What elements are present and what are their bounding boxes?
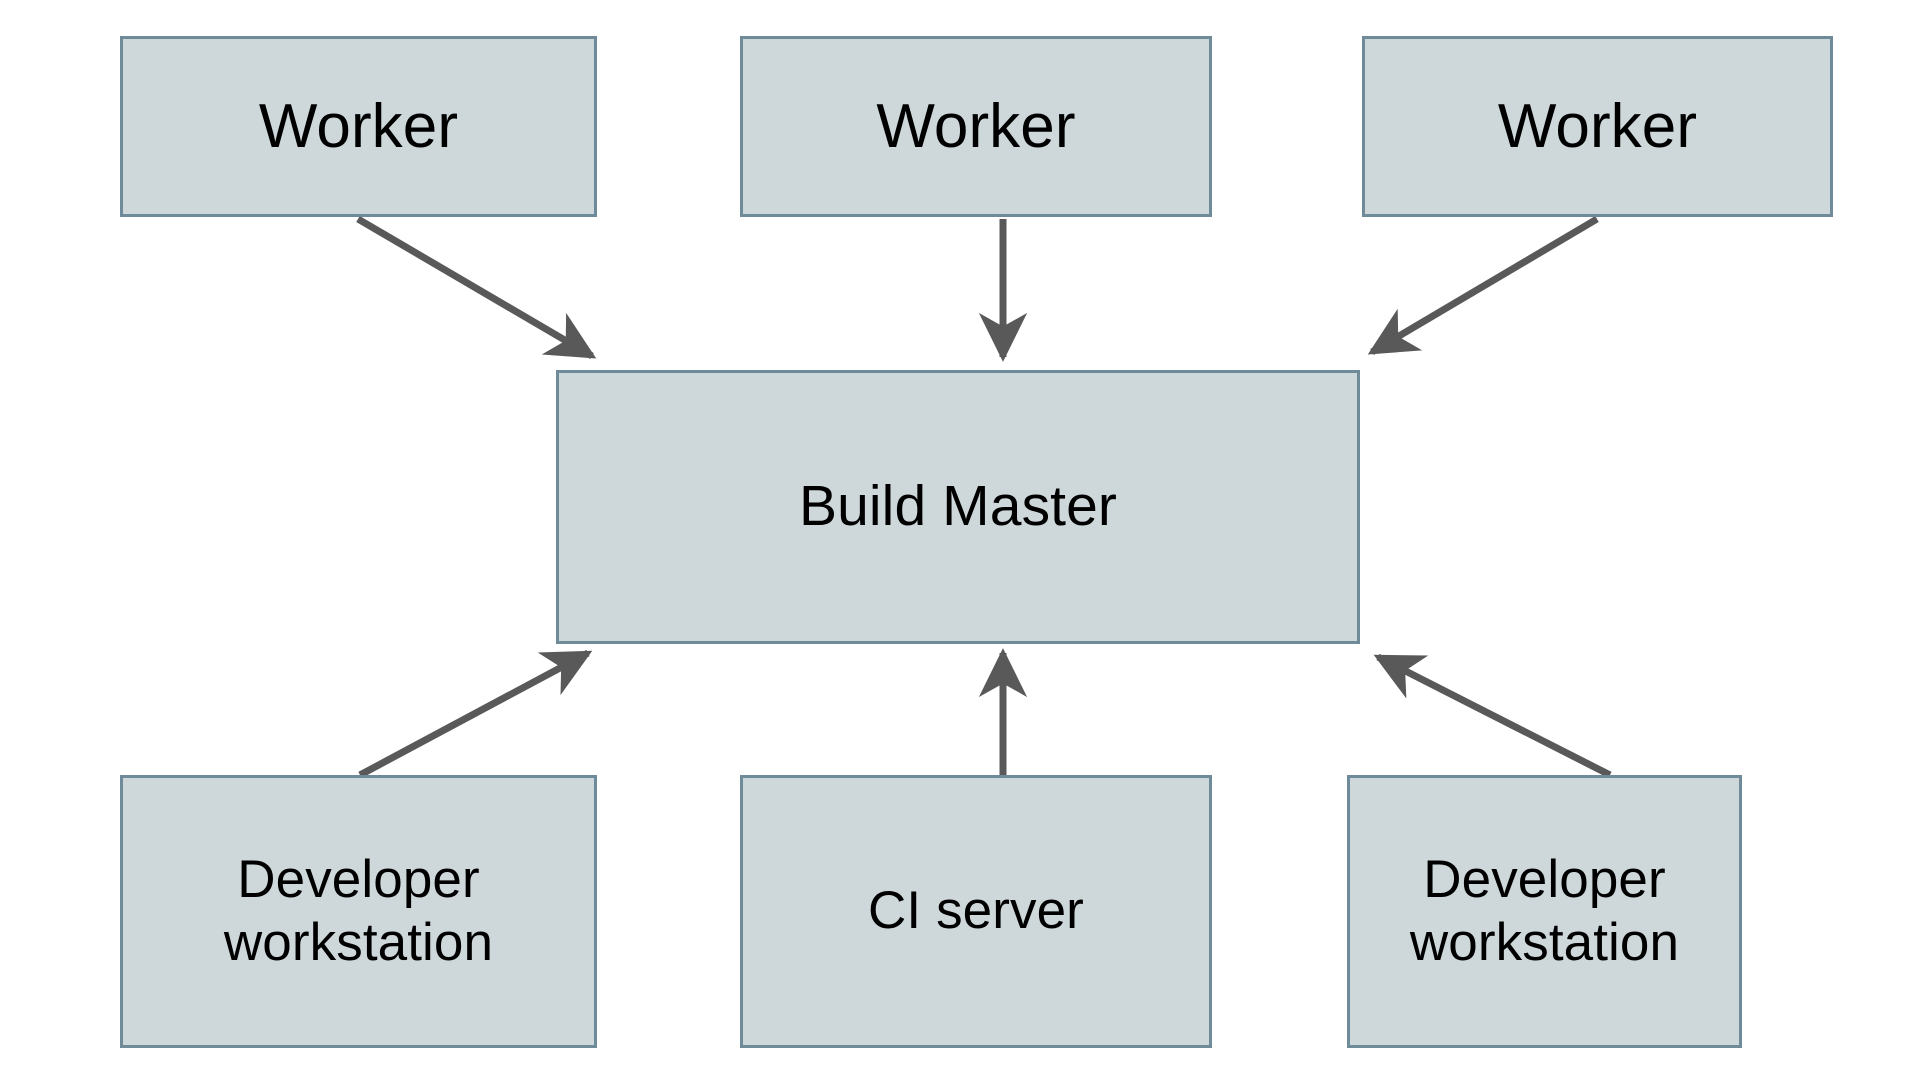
node-label: Worker [258,91,459,161]
node-label: Developer workstation [223,849,494,972]
edge-dev-left-to-master [358,649,593,779]
node-label: CI server [868,881,1084,941]
node-ci-server[interactable]: CI server [740,775,1212,1048]
edge-dev-right-to-master [1373,653,1612,779]
node-worker-center[interactable]: Worker [740,36,1212,217]
node-developer-workstation-left[interactable]: Developer workstation [120,775,597,1048]
node-worker-right[interactable]: Worker [1362,36,1833,217]
edge-worker-left-to-master [356,215,597,360]
node-developer-workstation-right[interactable]: Developer workstation [1347,775,1742,1048]
node-label: Developer workstation [1409,849,1680,972]
node-worker-left[interactable]: Worker [120,36,597,217]
edge-worker-right-to-master [1367,215,1599,356]
node-label: Build Master [799,474,1117,539]
node-label: Worker [1497,91,1698,161]
node-label: Worker [876,91,1076,161]
node-build-master[interactable]: Build Master [556,370,1360,644]
